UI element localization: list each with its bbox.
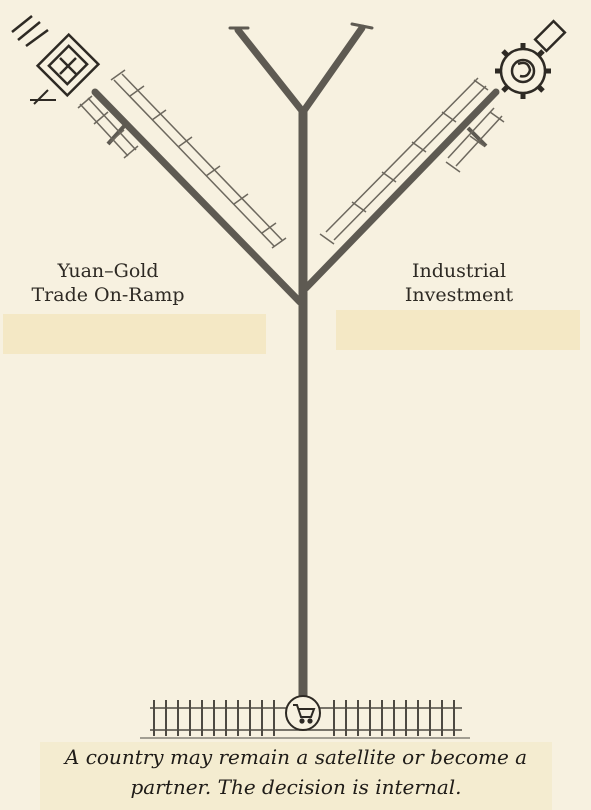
branch-label-left-line2: Trade On-Ramp [31, 284, 185, 306]
cart-icon [285, 695, 321, 731]
branch-label-right-line1: Industrial [411, 260, 507, 282]
branch-label-left-line1: Yuan–Gold [57, 260, 159, 282]
gate-building-icon [11, 15, 101, 105]
branch-label-right: Industrial Investment [384, 259, 534, 307]
caption-line2: partner. The decision is internal. [130, 775, 462, 799]
gear-factory-icon [495, 19, 567, 99]
label-box-right [336, 310, 580, 350]
branch-label-right-line2: Investment [404, 284, 514, 306]
caption: A country may remain a satellite or beco… [40, 742, 552, 810]
label-box-left [3, 314, 266, 354]
top-fork [228, 22, 374, 116]
branch-label-left: Yuan–Gold Trade On-Ramp [18, 259, 198, 307]
fence [140, 700, 470, 739]
caption-line1: A country may remain a satellite or beco… [64, 745, 528, 769]
left-branch [77, 69, 304, 306]
right-branch [302, 77, 505, 292]
